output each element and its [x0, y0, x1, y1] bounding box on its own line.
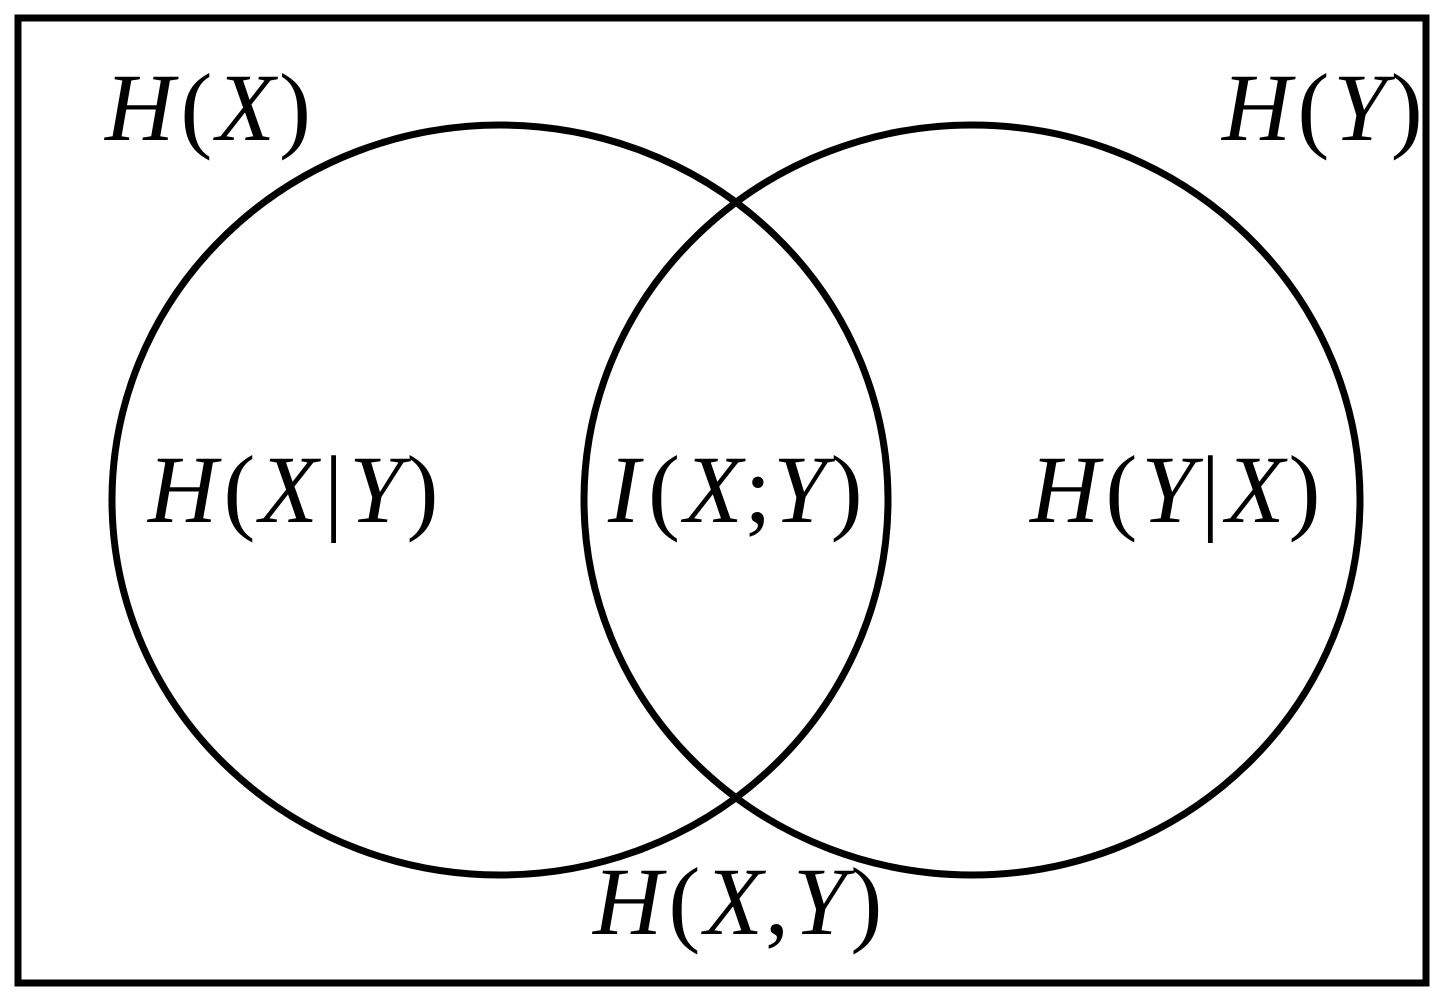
label-mutual-info: I(X;Y) [607, 436, 863, 543]
label-hx: H(X) [103, 54, 311, 161]
label-hy-arg: Y [1333, 54, 1395, 161]
label-mutual-info-sep: ; [745, 436, 772, 543]
label-mutual-info-fn: I [607, 436, 644, 543]
label-hx-given-y-b: Y [349, 436, 411, 543]
label-joint-entropy-a: X [700, 848, 766, 955]
label-hx-given-y-sep: | [324, 436, 343, 543]
label-hx-fn: H [103, 54, 179, 161]
circle-hx [108, 121, 892, 879]
label-mutual-info-a: X [680, 436, 746, 543]
label-hy-given-x-fn: H [1028, 436, 1104, 543]
label-hy-given-x: H(Y|X) [1028, 436, 1321, 543]
label-hy: H(Y) [1220, 54, 1423, 161]
label-joint-entropy-b: Y [793, 848, 855, 955]
label-mutual-info-b: Y [773, 436, 835, 543]
label-hx-given-y: H(X|Y) [146, 436, 439, 543]
circle-hy [580, 121, 1364, 879]
label-joint-entropy-fn: H [591, 848, 667, 955]
label-hx-arg: X [212, 54, 278, 161]
label-hx-given-y-fn: H [146, 436, 222, 543]
label-hy-given-x-sep: | [1201, 436, 1220, 543]
label-hy-given-x-a: Y [1141, 436, 1203, 543]
label-joint-entropy-sep: , [765, 848, 789, 955]
label-hy-fn: H [1220, 54, 1296, 161]
outer-frame [14, 14, 1430, 987]
label-joint-entropy: H(X,Y) [591, 848, 882, 955]
label-hy-given-x-b: X [1222, 436, 1288, 543]
label-hx-given-y-a: X [255, 436, 321, 543]
